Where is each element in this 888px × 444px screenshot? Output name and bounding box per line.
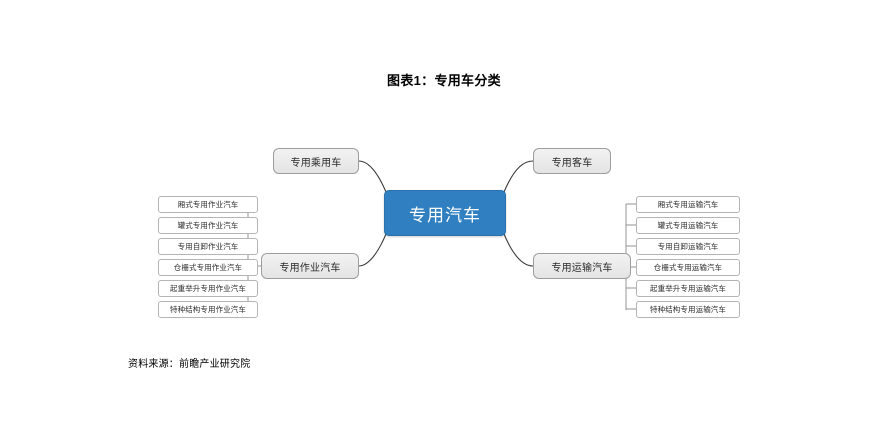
leaf-node[interactable]: 厢式专用运输汽车 [636,196,740,213]
leaf-node[interactable]: 仓栅式专用运输汽车 [636,259,740,276]
connector-root-to-work [358,233,387,267]
page-title: 图表1：专用车分类 [387,73,501,88]
branch-node-special-transport-vehicle[interactable]: 专用运输汽车 [533,253,631,279]
connector-root-to-passenger [358,160,387,193]
root-node-special-vehicles[interactable]: 专用汽车 [384,190,506,236]
source-note: 资料来源：前瞻产业研究院 [128,359,251,370]
leaf-node[interactable]: 专用自卸运输汽车 [636,238,740,255]
leaf-node[interactable]: 起重举升专用运输汽车 [636,280,740,297]
leaf-node[interactable]: 特种结构专用运输汽车 [636,301,740,318]
leaf-node[interactable]: 罐式专用作业汽车 [158,217,258,234]
leaf-node[interactable]: 厢式专用作业汽车 [158,196,258,213]
branch-node-special-bus[interactable]: 专用客车 [533,148,611,174]
leaf-node[interactable]: 仓栅式专用作业汽车 [158,259,258,276]
branch-node-special-passenger-car[interactable]: 专用乘用车 [273,148,359,174]
leaf-node[interactable]: 专用自卸作业汽车 [158,238,258,255]
branch-node-special-work-vehicle[interactable]: 专用作业汽车 [261,253,359,279]
leaf-node[interactable]: 特种结构专用作业汽车 [158,301,258,318]
leaf-node[interactable]: 罐式专用运输汽车 [636,217,740,234]
connector-root-to-bus [503,160,534,193]
connector-root-to-transport [503,233,534,267]
leaf-node[interactable]: 起重举升专用作业汽车 [158,280,258,297]
